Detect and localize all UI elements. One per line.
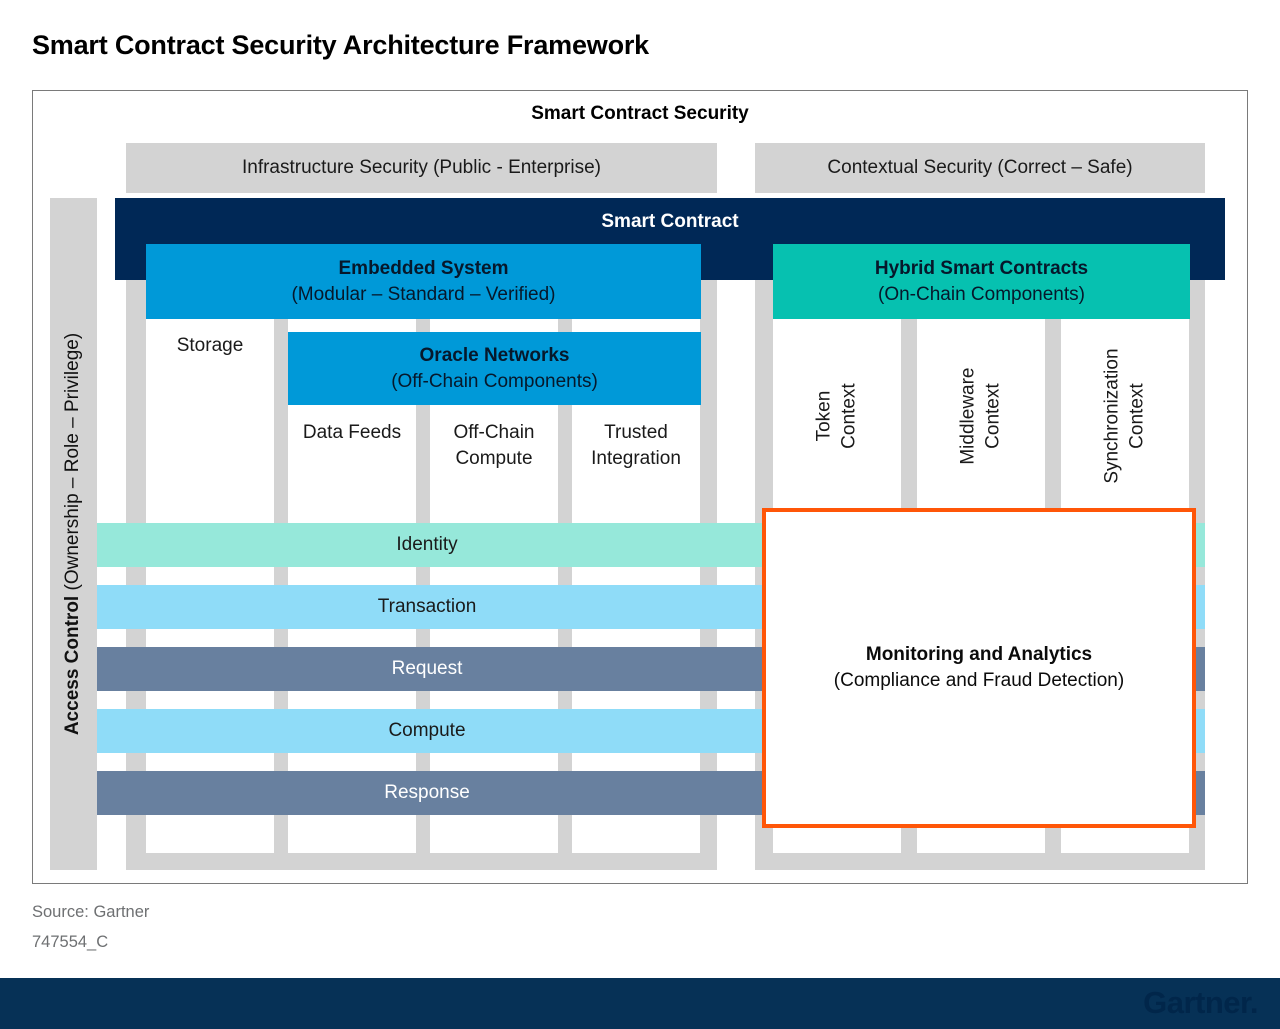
request-layer-label: Request (391, 658, 463, 679)
oracle-networks-title: Oracle Networks (419, 344, 570, 366)
hybrid-smart-contracts-subtitle: (On-Chain Components) (878, 283, 1085, 305)
middleware-context-line2: Context (983, 383, 1004, 450)
embedded-system-box: Embedded System (Modular – Standard – Ve… (146, 244, 701, 319)
embedded-system-title: Embedded System (338, 257, 509, 279)
identity-layer-label: Identity (396, 534, 458, 555)
hybrid-smart-contracts-box: Hybrid Smart Contracts (On-Chain Compone… (773, 244, 1190, 319)
token-context-line2: Context (838, 383, 860, 450)
gartner-logo: Gartner. (1143, 985, 1258, 1020)
monitoring-analytics-title: Monitoring and Analytics (865, 644, 1093, 666)
compute-layer-label: Compute (388, 720, 466, 741)
synchronization-context-line1: Synchronization (1101, 348, 1123, 485)
smart-contract-bar-label: Smart Contract (601, 210, 739, 232)
token-context-line1: Token (813, 391, 835, 442)
synchronization-context-line2: Context (1127, 383, 1149, 450)
document-id: 747554_C (32, 933, 109, 951)
embedded-system-subtitle: (Modular – Standard – Verified) (291, 283, 556, 305)
oracle-networks-subtitle: (Off-Chain Components) (391, 370, 598, 392)
storage-label: Storage (176, 335, 244, 356)
access-control-bar: Access Control (Ownership – Role – Privi… (50, 198, 97, 870)
diagram-heading: Smart Contract Security (531, 103, 749, 124)
transaction-layer-label: Transaction (377, 596, 477, 617)
trusted-integration-label: Trusted Integration (591, 422, 681, 469)
access-control-label-rest: (Ownership – Role – Privilege) (62, 332, 84, 596)
contextual-security-band: Contextual Security (Correct – Safe) (755, 143, 1205, 193)
monitoring-analytics-subtitle: (Compliance and Fraud Detection) (833, 670, 1125, 691)
footer-bar: Gartner. (0, 978, 1280, 1029)
access-control-label: Access Control (Ownership – Role – Privi… (63, 333, 85, 735)
source-line: Source: Gartner (32, 903, 150, 921)
access-control-label-bold: Access Control (62, 595, 84, 736)
middleware-context-line1: Middleware (957, 367, 979, 466)
page-title: Smart Contract Security Architecture Fra… (32, 30, 649, 60)
off-chain-compute-label: Off-Chain Compute (453, 422, 535, 469)
response-layer-label: Response (384, 782, 470, 803)
oracle-networks-box: Oracle Networks (Off-Chain Components) (288, 332, 701, 405)
hybrid-smart-contracts-title: Hybrid Smart Contracts (874, 257, 1089, 279)
infrastructure-security-band: Infrastructure Security (Public - Enterp… (126, 143, 717, 193)
monitoring-analytics-box: Monitoring and Analytics (Compliance and… (762, 508, 1196, 828)
data-feeds-label: Data Feeds (302, 422, 402, 443)
